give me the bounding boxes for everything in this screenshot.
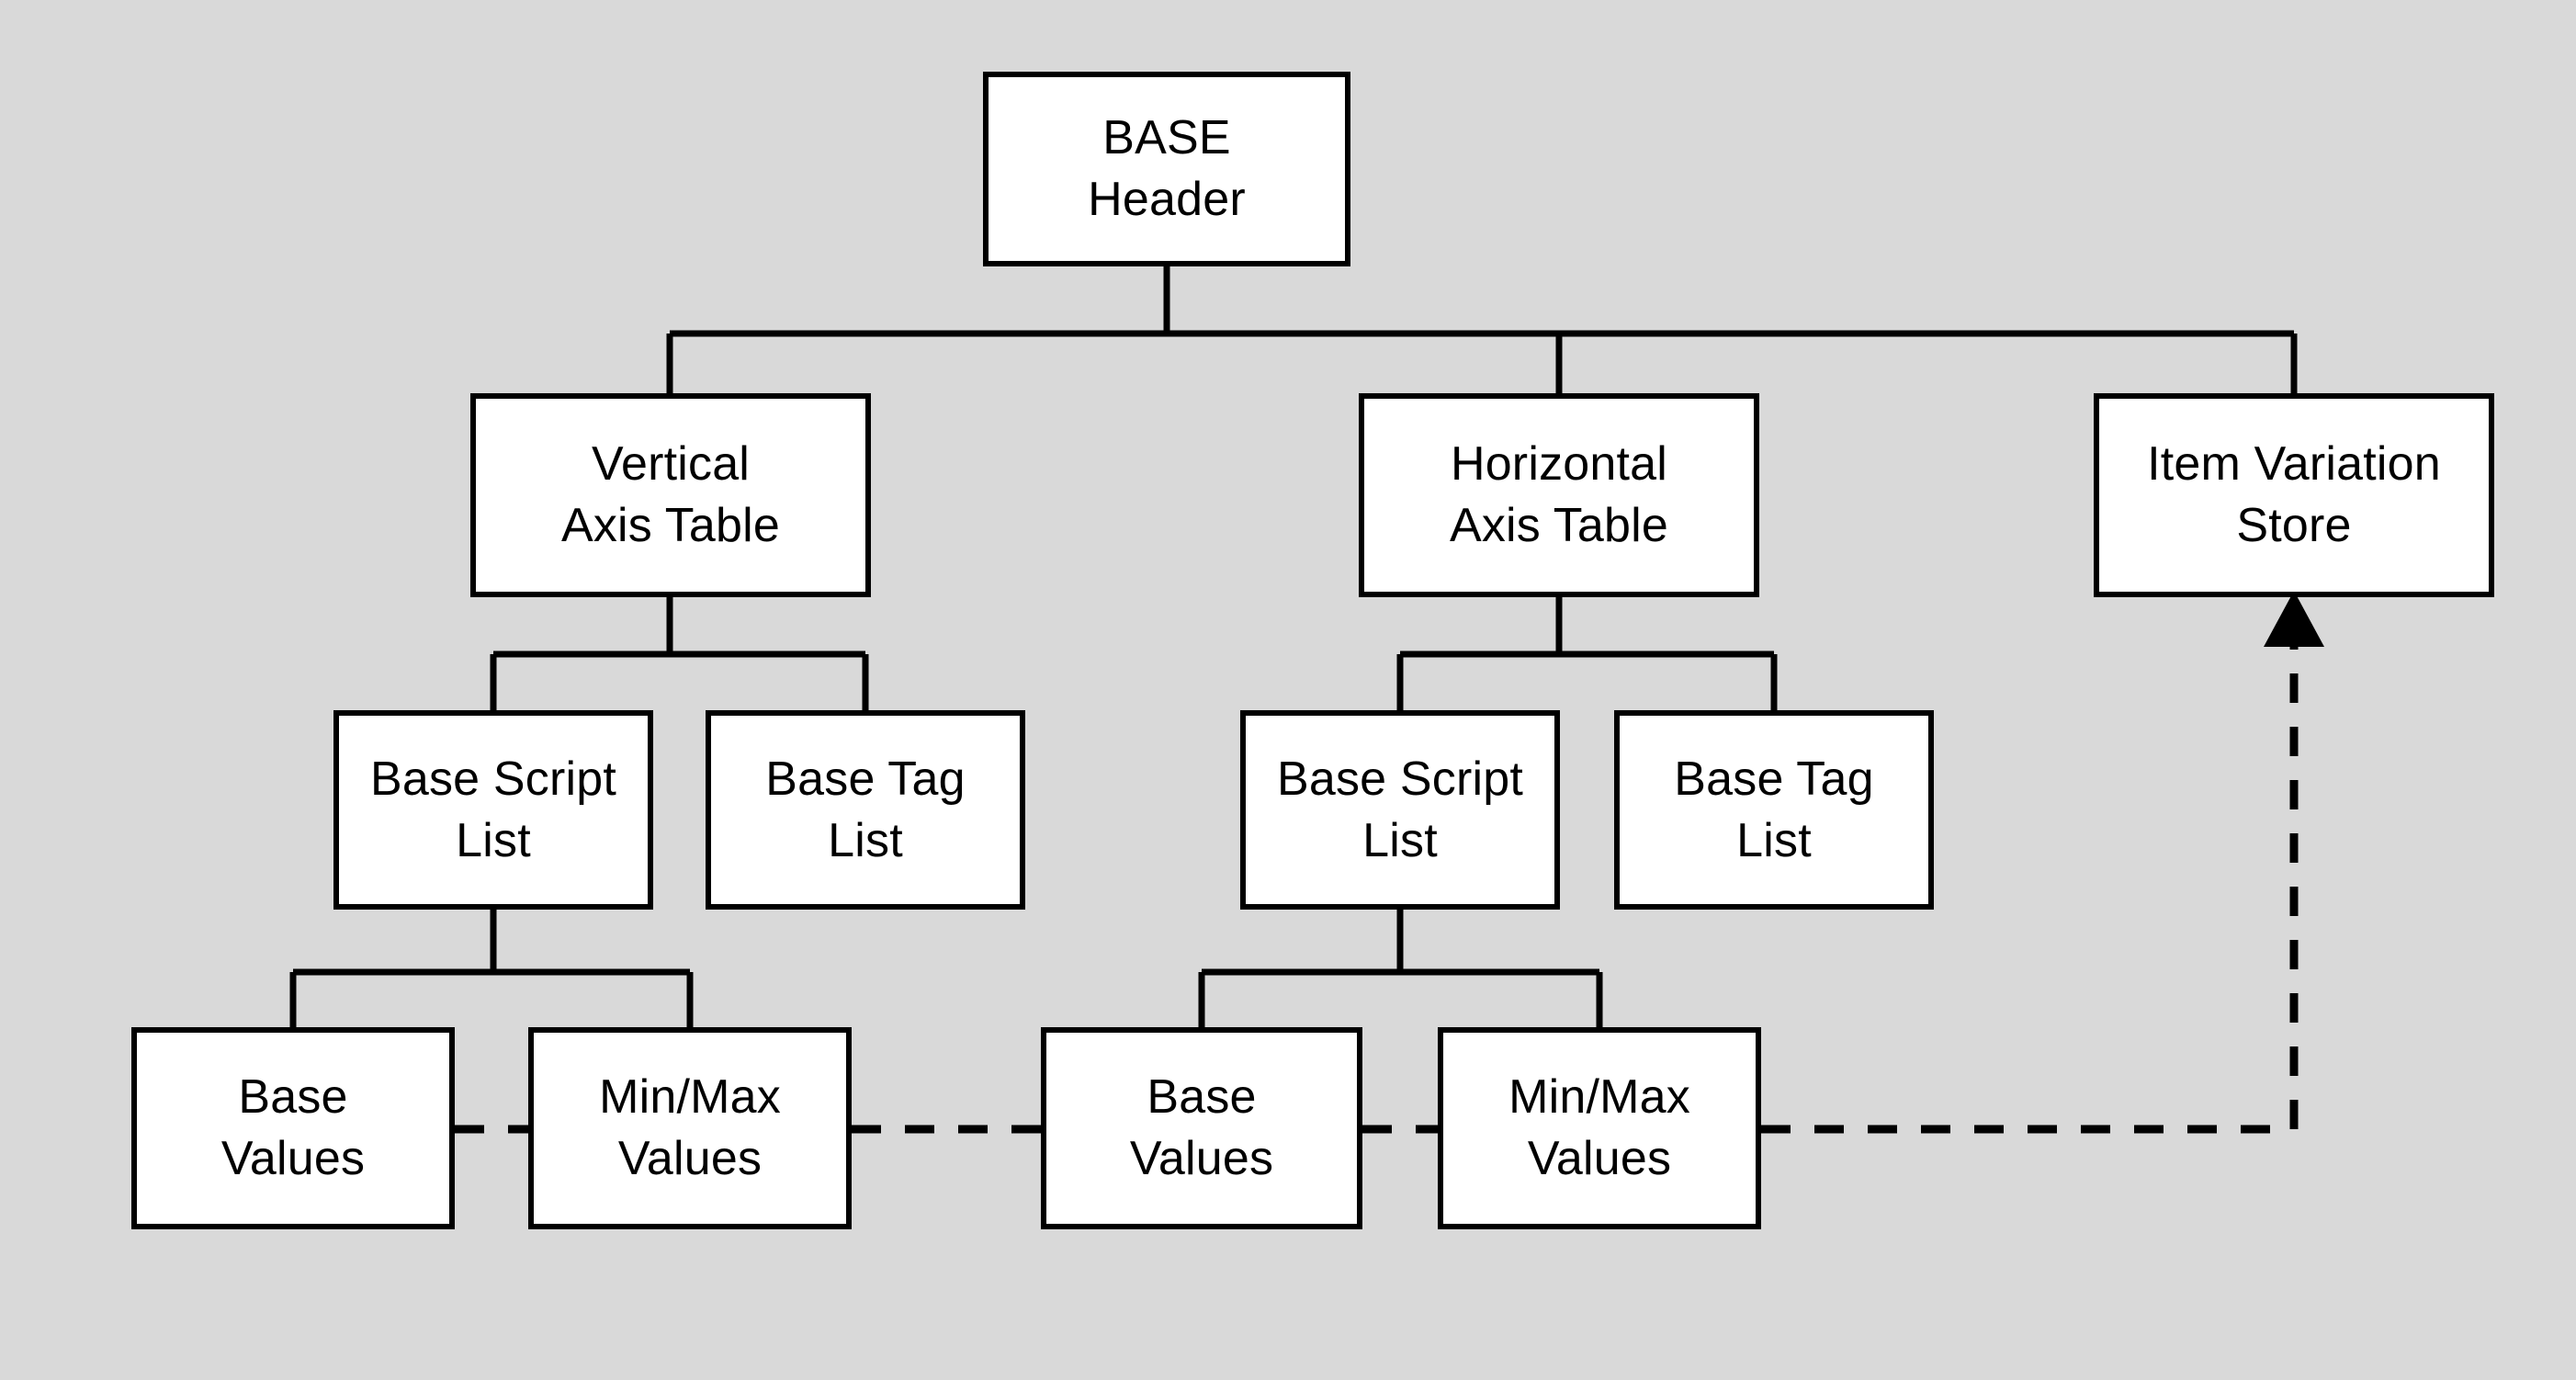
node-horizontal-base-script-list-line2: List	[1362, 813, 1438, 867]
node-horizontal-minmax-values-line2: Values	[1527, 1132, 1672, 1185]
node-horizontal-base-tag-list-line2: List	[1736, 813, 1812, 867]
node-vertical-base-script-list-line2: List	[456, 813, 531, 867]
arrowhead-icon	[2264, 591, 2324, 647]
node-item-variation-store-line1: Item Variation	[2147, 437, 2441, 492]
node-vertical-base-values[interactable]: Base Values	[131, 1027, 455, 1229]
node-base-header-line1: BASE	[1102, 111, 1231, 165]
node-horizontal-axis-table-line1: Horizontal	[1450, 437, 1668, 492]
node-horizontal-base-values-line2: Values	[1129, 1132, 1274, 1185]
node-vertical-base-values-line2: Values	[220, 1132, 366, 1185]
node-vertical-base-script-list[interactable]: Base Script List	[333, 710, 653, 910]
node-vertical-minmax-values-line1: Min/Max	[599, 1070, 781, 1125]
node-horizontal-minmax-values[interactable]: Min/Max Values	[1438, 1027, 1761, 1229]
node-vertical-base-tag-list-line2: List	[828, 813, 903, 867]
node-vertical-base-values-line1: Base	[238, 1070, 348, 1125]
node-vertical-base-script-list-line1: Base Script	[369, 752, 617, 806]
node-horizontal-base-values-line1: Base	[1147, 1070, 1257, 1125]
node-item-variation-store-line2: Store	[2236, 499, 2352, 552]
node-base-header[interactable]: BASE Header	[983, 72, 1350, 266]
node-vertical-axis-table-line1: Vertical	[591, 437, 751, 492]
node-horizontal-base-script-list-line1: Base Script	[1276, 752, 1524, 806]
node-vertical-axis-table-line2: Axis Table	[560, 499, 781, 552]
node-horizontal-base-tag-list[interactable]: Base Tag List	[1614, 710, 1934, 910]
node-item-variation-store[interactable]: Item Variation Store	[2094, 393, 2494, 597]
node-horizontal-minmax-values-line1: Min/Max	[1508, 1070, 1690, 1125]
node-vertical-minmax-values[interactable]: Min/Max Values	[528, 1027, 852, 1229]
node-horizontal-base-tag-list-line1: Base Tag	[1674, 752, 1874, 806]
node-horizontal-axis-table[interactable]: Horizontal Axis Table	[1359, 393, 1759, 597]
node-horizontal-axis-table-line2: Axis Table	[1449, 499, 1669, 552]
node-horizontal-base-script-list[interactable]: Base Script List	[1240, 710, 1560, 910]
node-vertical-base-tag-list[interactable]: Base Tag List	[706, 710, 1025, 910]
node-vertical-base-tag-list-line1: Base Tag	[765, 752, 966, 806]
node-vertical-minmax-values-line2: Values	[617, 1132, 763, 1185]
node-vertical-axis-table[interactable]: Vertical Axis Table	[470, 393, 871, 597]
node-base-header-line2: Header	[1088, 173, 1246, 226]
node-horizontal-base-values[interactable]: Base Values	[1041, 1027, 1362, 1229]
